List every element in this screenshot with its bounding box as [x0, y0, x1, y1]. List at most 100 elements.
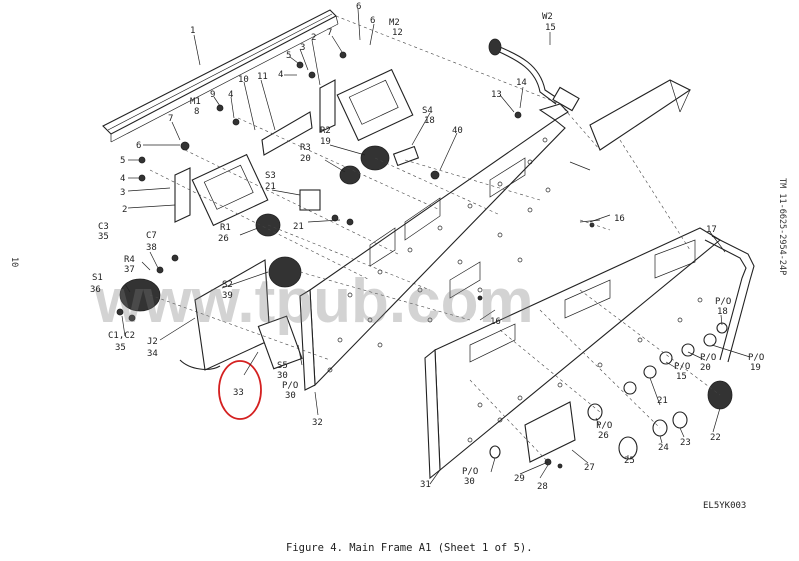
switch-s3: [299, 189, 321, 211]
callout: M1: [190, 97, 201, 107]
callout: 21: [657, 396, 668, 406]
callout: R1: [220, 223, 231, 233]
callout: R4: [124, 255, 135, 265]
callout: 29: [514, 474, 525, 484]
callout: 7: [327, 28, 332, 38]
callout: P/O: [715, 297, 731, 307]
callout: 15: [676, 372, 687, 382]
callout: 36: [90, 285, 101, 295]
callout: 5: [286, 51, 291, 61]
rear-panel-flange: [424, 348, 441, 480]
callout: 37: [124, 265, 135, 275]
meter-m1: [191, 153, 269, 227]
callout: M2: [389, 18, 400, 28]
pot-r3: [339, 165, 361, 185]
callout: 20: [700, 363, 711, 373]
callout: 4: [120, 174, 125, 184]
callout: 19: [750, 363, 761, 373]
callout: 21: [293, 222, 304, 232]
callout: 31: [420, 480, 431, 490]
callout: 16: [614, 214, 625, 224]
drawing-code: EL5YK003: [703, 501, 746, 511]
callout: 28: [537, 482, 548, 492]
callout-33: 33: [233, 388, 244, 398]
cable-w2: [494, 44, 561, 101]
callout: S3: [265, 171, 276, 181]
watermark: www.tpub.com: [94, 267, 534, 336]
panel-side-flange: [299, 289, 316, 391]
callout: 7: [168, 114, 173, 124]
leader-lines: [121, 8, 751, 485]
callout: 9: [210, 90, 215, 100]
callout: R3: [300, 143, 311, 153]
callout: 26: [598, 431, 609, 441]
switch-s5: [257, 315, 303, 370]
callout-labels: 1 2 3 4 5 6 7 9 4 10 11 M1 8 2 3 5 4 7 6…: [90, 2, 764, 492]
callout: 5: [120, 156, 125, 166]
callout: 3: [300, 43, 305, 53]
callout: C1,C2: [108, 331, 135, 341]
callout: P/O: [462, 467, 478, 477]
tm-number: TM 11-6625-2954-24P: [777, 178, 787, 275]
callout: S2: [222, 280, 233, 290]
callout: 10: [238, 75, 249, 85]
callout: R2: [320, 126, 331, 136]
callout: 34: [147, 349, 158, 359]
callout: 20: [300, 154, 311, 164]
callout: 30: [277, 371, 288, 381]
line-art: [102, 9, 755, 480]
highlight-33: 33: [218, 351, 262, 420]
callout: 35: [115, 343, 126, 353]
callout: 2: [311, 33, 316, 43]
callout: 23: [680, 438, 691, 448]
callout: 15: [545, 23, 556, 33]
strip-bracket: [261, 111, 313, 156]
callout: 6: [356, 2, 361, 12]
callout: 21: [265, 182, 276, 192]
meter-m2: [336, 68, 414, 142]
page-number: 10: [9, 257, 19, 267]
callout: 13: [491, 90, 502, 100]
callout: 39: [222, 291, 233, 301]
callout: 24: [658, 443, 669, 453]
callout: 25: [624, 456, 635, 466]
callout: 32: [312, 418, 323, 428]
switch-s4: [392, 145, 420, 167]
callout: 16: [490, 317, 501, 327]
callout: S4: [422, 106, 433, 116]
callout: P/O: [282, 381, 298, 391]
callout: 26: [218, 234, 229, 244]
callout: P/O: [674, 362, 690, 372]
cover-plate: [524, 401, 576, 463]
callout: 30: [464, 477, 475, 487]
callout: P/O: [748, 353, 764, 363]
callout: 8: [194, 107, 199, 117]
callout: 14: [516, 78, 527, 88]
callout: 6: [370, 16, 375, 26]
callout: 30: [285, 391, 296, 401]
rear-panel: [434, 227, 721, 472]
callout: 38: [146, 243, 157, 253]
callout: C3: [98, 222, 109, 232]
callout: W2: [542, 12, 553, 22]
callout: 12: [392, 28, 403, 38]
callout: 27: [584, 463, 595, 473]
highlight-circle: [218, 360, 262, 420]
callout: 18: [717, 307, 728, 317]
callout: 3: [120, 188, 125, 198]
callout: P/O: [596, 421, 612, 431]
callout: 19: [320, 137, 331, 147]
callout: 18: [424, 116, 435, 126]
callout: 6: [136, 141, 141, 151]
callout: 11: [257, 72, 268, 82]
knob-25: [618, 436, 638, 460]
callout: 35: [98, 232, 109, 242]
callout: 2: [122, 205, 127, 215]
callout: 1: [190, 26, 195, 36]
callout: 22: [710, 433, 721, 443]
callout: S1: [92, 273, 103, 283]
callout: 17: [706, 225, 717, 235]
callout: 4: [278, 70, 283, 80]
